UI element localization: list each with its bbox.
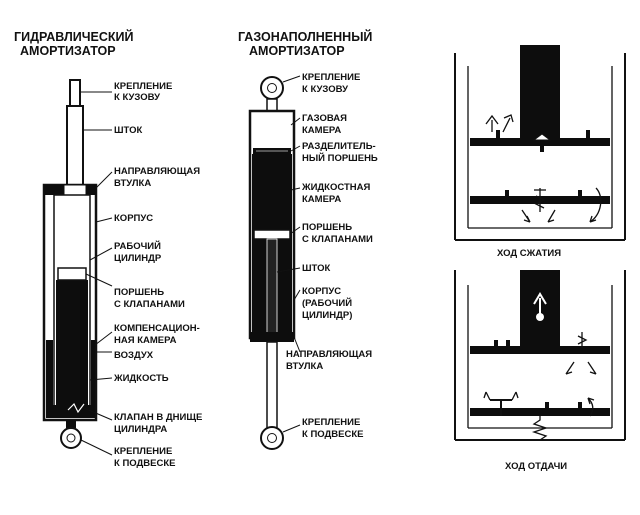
- rebound-stroke-detail: [454, 270, 626, 441]
- label-fluid: ЖИДКОСТЬ: [113, 373, 169, 384]
- svg-text:РАБОЧИЙ: РАБОЧИЙ: [114, 240, 161, 252]
- compression-stroke-detail: [454, 45, 626, 241]
- caption-rebound: ХОД ОТДАЧИ: [505, 461, 567, 472]
- svg-text:КОРПУС: КОРПУС: [302, 286, 341, 297]
- svg-text:КРЕПЛЕНИЕ: КРЕПЛЕНИЕ: [114, 81, 172, 92]
- svg-text:ЖИДКОСТЬ: ЖИДКОСТЬ: [113, 373, 169, 384]
- hydraulic-leaders: [80, 91, 113, 456]
- label-body: КОРПУС: [114, 213, 153, 224]
- svg-text:К ПОДВЕСКЕ: К ПОДВЕСКЕ: [114, 458, 176, 469]
- svg-text:(РАБОЧИЙ: (РАБОЧИЙ: [302, 297, 352, 309]
- gas-title: ГАЗОНАПОЛНЕННЫЙ АМОРТИЗАТОР: [238, 29, 372, 58]
- svg-text:КЛАПАН В ДНИЩЕ: КЛАПАН В ДНИЩЕ: [114, 412, 202, 423]
- svg-text:НЫЙ ПОРШЕНЬ: НЫЙ ПОРШЕНЬ: [302, 152, 378, 164]
- svg-text:ГИДРАВЛИЧЕСКИЙ: ГИДРАВЛИЧЕСКИЙ: [14, 29, 133, 44]
- svg-text:КАМЕРА: КАМЕРА: [302, 125, 341, 136]
- svg-text:С КЛАПАНАМИ: С КЛАПАНАМИ: [114, 299, 185, 310]
- svg-text:ВТУЛКА: ВТУЛКА: [286, 361, 323, 372]
- svg-text:ПОРШЕНЬ: ПОРШЕНЬ: [114, 287, 164, 298]
- gas-shock-absorber: [248, 76, 296, 450]
- label-gas-rod: ШТОК: [302, 263, 331, 274]
- svg-text:КРЕПЛЕНИЕ: КРЕПЛЕНИЕ: [302, 72, 360, 83]
- svg-text:НАПРАВЛЯЮЩАЯ: НАПРАВЛЯЮЩАЯ: [114, 166, 200, 177]
- svg-text:С КЛАПАНАМИ: С КЛАПАНАМИ: [302, 234, 373, 245]
- label-compensation-chamber: КОМПЕНСАЦИОН-НАЯ КАМЕРА: [114, 323, 200, 346]
- svg-text:КОРПУС: КОРПУС: [114, 213, 153, 224]
- svg-text:КРЕПЛЕНИЕ: КРЕПЛЕНИЕ: [302, 417, 360, 428]
- svg-text:ШТОК: ШТОК: [114, 125, 143, 136]
- svg-text:НАЯ КАМЕРА: НАЯ КАМЕРА: [114, 335, 177, 346]
- gas-leaders: [276, 75, 301, 433]
- svg-text:ЦИЛИНДР: ЦИЛИНДР: [114, 253, 162, 264]
- svg-text:К КУЗОВУ: К КУЗОВУ: [114, 92, 160, 103]
- label-separating-piston: РАЗДЕЛИТЕЛЬ-НЫЙ ПОРШЕНЬ: [302, 141, 378, 164]
- svg-text:ВТУЛКА: ВТУЛКА: [114, 178, 151, 189]
- svg-text:РАЗДЕЛИТЕЛЬ-: РАЗДЕЛИТЕЛЬ-: [302, 141, 376, 152]
- svg-text:КРЕПЛЕНИЕ: КРЕПЛЕНИЕ: [114, 446, 172, 457]
- svg-text:ВОЗДУХ: ВОЗДУХ: [114, 350, 154, 361]
- svg-text:ПОРШЕНЬ: ПОРШЕНЬ: [302, 222, 352, 233]
- svg-text:КАМЕРА: КАМЕРА: [302, 194, 341, 205]
- label-rod: ШТОК: [114, 125, 143, 136]
- svg-text:К ПОДВЕСКЕ: К ПОДВЕСКЕ: [302, 429, 364, 440]
- svg-text:ЦИЛИНДР): ЦИЛИНДР): [302, 310, 352, 321]
- caption-compression: ХОД СЖАТИЯ: [497, 248, 561, 259]
- hydraulic-title: ГИДРАВЛИЧЕСКИЙ АМОРТИЗАТОР: [14, 29, 133, 58]
- hydraulic-shock-absorber: [42, 79, 98, 449]
- svg-text:КОМПЕНСАЦИОН-: КОМПЕНСАЦИОН-: [114, 323, 200, 334]
- svg-text:АМОРТИЗАТОР: АМОРТИЗАТОР: [20, 44, 116, 58]
- svg-text:ГАЗОНАПОЛНЕННЫЙ: ГАЗОНАПОЛНЕННЫЙ: [238, 29, 372, 44]
- svg-text:НАПРАВЛЯЮЩАЯ: НАПРАВЛЯЮЩАЯ: [286, 349, 372, 360]
- svg-text:ШТОК: ШТОК: [302, 263, 331, 274]
- label-air: ВОЗДУХ: [114, 350, 154, 361]
- svg-text:ЖИДКОСТНАЯ: ЖИДКОСТНАЯ: [301, 182, 371, 193]
- svg-text:ЦИЛИНДРА: ЦИЛИНДРА: [114, 424, 167, 435]
- svg-text:К КУЗОВУ: К КУЗОВУ: [302, 84, 348, 95]
- svg-text:АМОРТИЗАТОР: АМОРТИЗАТОР: [249, 44, 345, 58]
- svg-text:ГАЗОВАЯ: ГАЗОВАЯ: [302, 113, 347, 124]
